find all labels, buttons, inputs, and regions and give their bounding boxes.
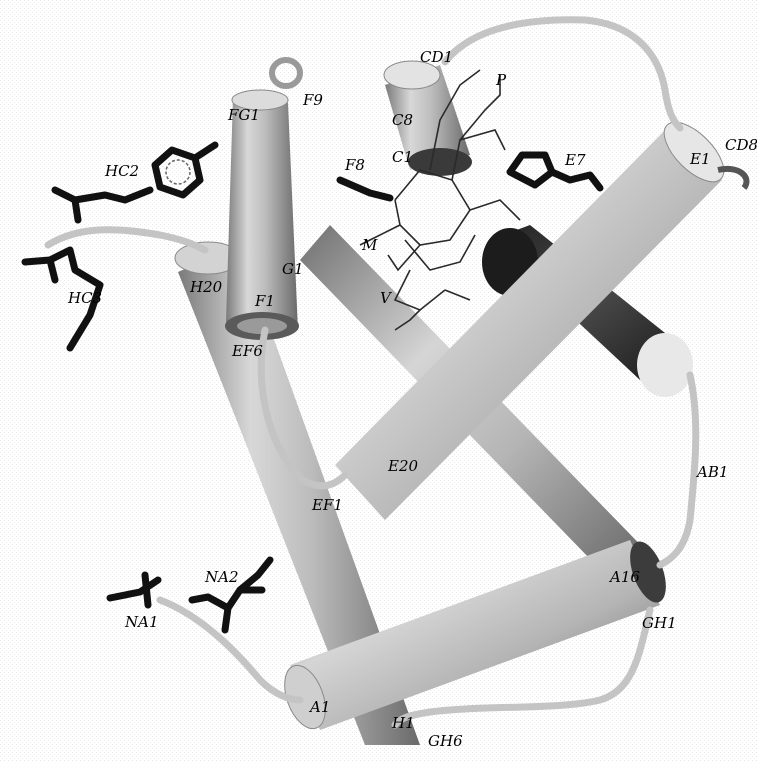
label-e7: E7 (564, 151, 586, 169)
label-e1: E1 (689, 150, 711, 168)
label-c8: C8 (392, 111, 413, 129)
label-a1: A1 (308, 698, 330, 716)
label-gh6: GH6 (428, 732, 463, 750)
label-m: M (361, 236, 378, 254)
label-f8: F8 (344, 156, 365, 174)
label-a16: A16 (608, 568, 640, 586)
label-f9: F9 (302, 91, 323, 109)
label-fg1: FG1 (227, 106, 260, 124)
label-e20: E20 (387, 457, 418, 475)
label-h1: H1 (391, 714, 415, 732)
label-cd1: CD1 (420, 48, 453, 66)
label-gh1: GH1 (642, 614, 677, 632)
label-ef1: EF1 (311, 496, 343, 514)
label-ef6: EF6 (231, 342, 263, 360)
label-ab1: AB1 (695, 463, 728, 481)
label-c1: C1 (392, 148, 413, 166)
label-hc2: HC2 (104, 162, 139, 180)
label-f1: F1 (254, 292, 275, 310)
label-p: P (495, 71, 507, 89)
label-hc3: HC3 (67, 289, 102, 307)
label-na1: NA1 (124, 613, 159, 631)
label-g1: G1 (282, 260, 304, 278)
label-h20: H20 (189, 278, 223, 296)
label-cd8: CD8 (725, 136, 757, 154)
label-na2: NA2 (204, 568, 239, 586)
